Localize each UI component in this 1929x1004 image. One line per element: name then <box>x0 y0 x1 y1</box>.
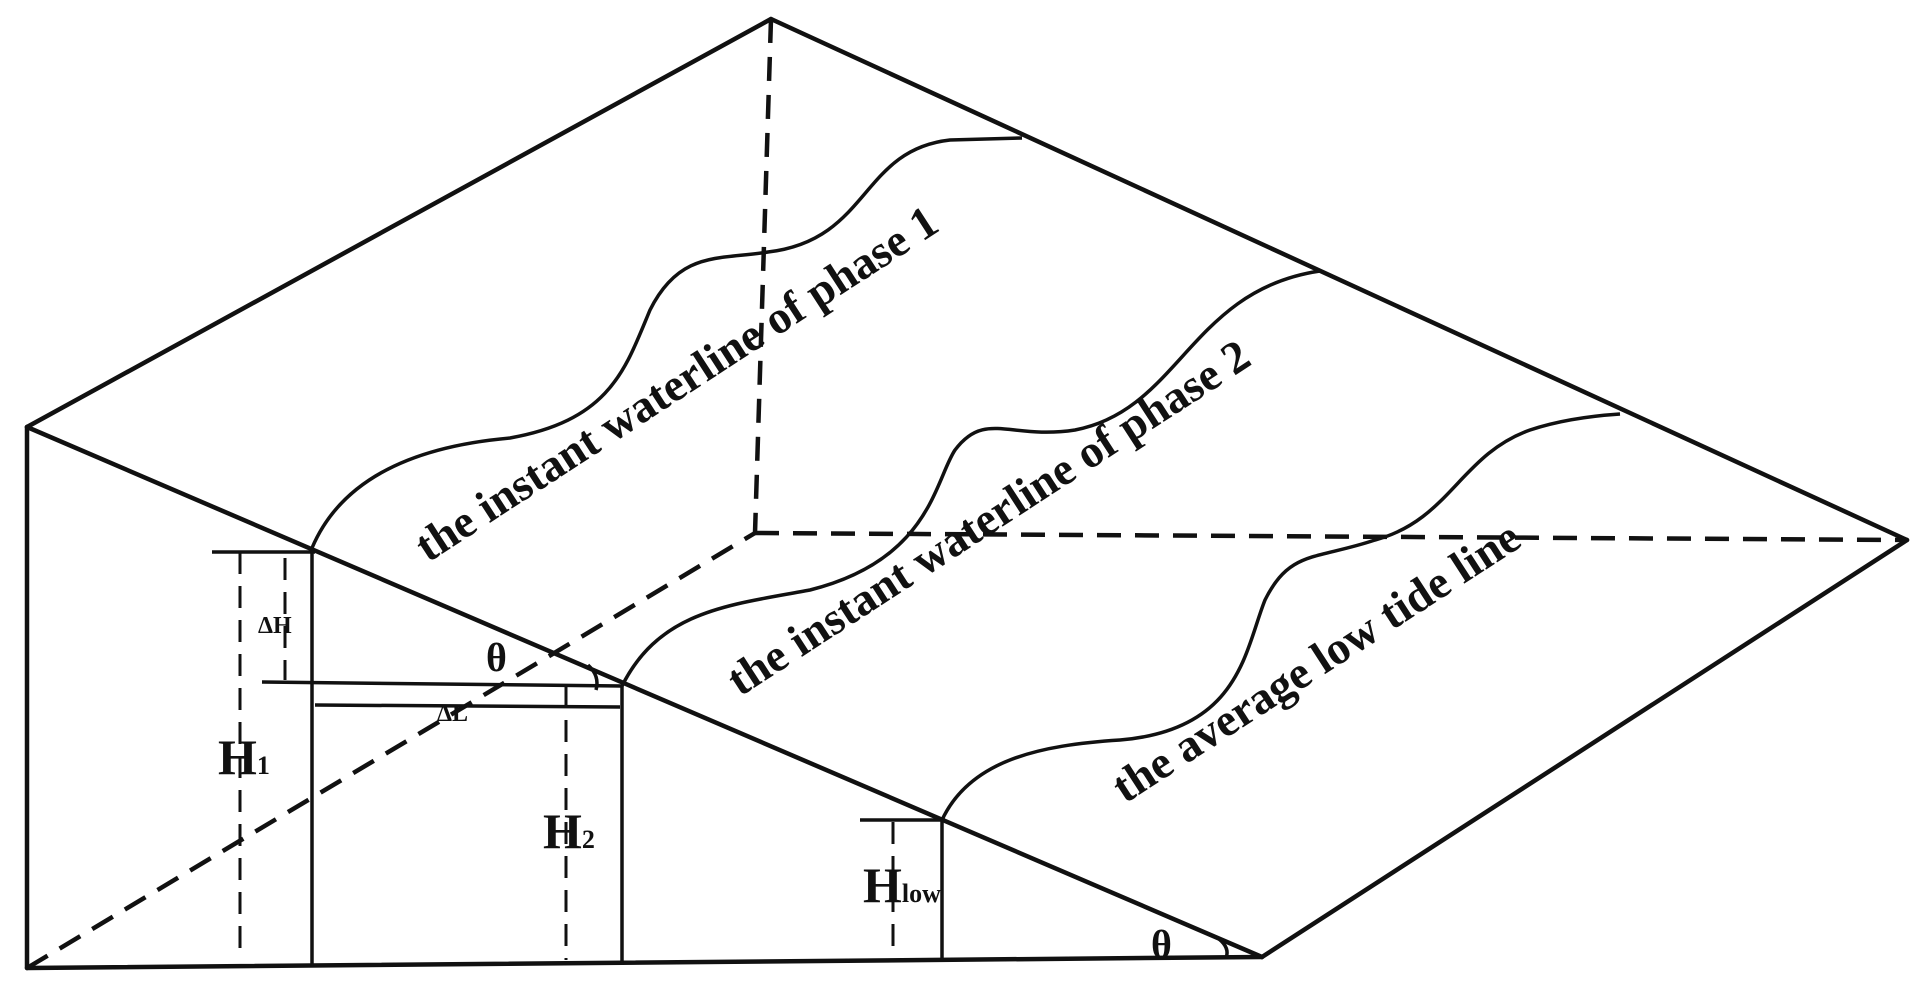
theta-lower-arc <box>1217 937 1229 959</box>
hlow-subscript: low <box>902 879 941 908</box>
top-left-edge <box>24 16 774 430</box>
h1-main: H <box>218 729 257 785</box>
back-bottom-edge <box>754 530 1908 543</box>
waterline-phase1-label: the instant waterline of phase 1 <box>406 195 947 571</box>
back-vertical-edge <box>752 18 774 534</box>
wedge-solid-edges <box>24 16 1910 971</box>
top-right-edge <box>768 16 1910 543</box>
h1-label: H1 <box>218 729 270 785</box>
hlow-main: H <box>863 857 902 913</box>
front-slope-edge <box>24 424 1265 960</box>
h2-label: H2 <box>543 803 595 859</box>
waterline-phase1-curve <box>310 136 1023 549</box>
waterlines <box>310 136 1621 821</box>
h2-subscript: 2 <box>582 825 595 854</box>
theta-lower-label: θ <box>1151 922 1172 967</box>
delta-l-line <box>314 703 621 709</box>
h1-subscript: 1 <box>257 751 270 780</box>
delta-h-bottom-tick <box>261 680 623 688</box>
hlow-label: Hlow <box>863 857 941 913</box>
wedge-hidden-edges <box>25 18 1908 970</box>
waterline-phase2-label: the instant waterline of phase 2 <box>718 329 1259 705</box>
bottom-edge <box>24 954 1265 971</box>
theta-upper-arc <box>586 663 599 691</box>
waterline-phase2-curve <box>620 269 1321 687</box>
delta-h-label: ΔH <box>258 613 292 639</box>
inner-diagonal-edge <box>25 531 757 970</box>
right-front-edge <box>1259 537 1910 960</box>
theta-upper-label: θ <box>486 635 507 680</box>
h2-main: H <box>543 803 582 859</box>
avg-low-tide-curve <box>940 412 1621 821</box>
measurements <box>212 550 1229 966</box>
delta-l-label: ΔL <box>437 701 468 727</box>
